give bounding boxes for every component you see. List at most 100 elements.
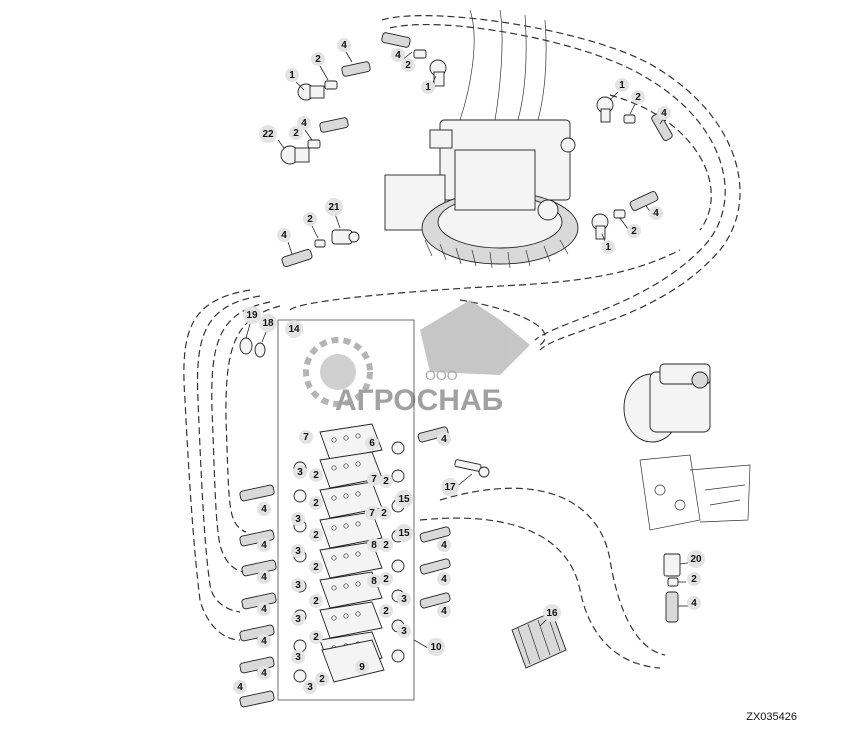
callout-18: 18 bbox=[259, 314, 277, 332]
pump-fittings bbox=[663, 553, 681, 623]
callout-badge bbox=[657, 106, 671, 120]
valve-port bbox=[331, 585, 337, 591]
callout-badge bbox=[257, 538, 271, 552]
valve-section bbox=[319, 511, 383, 549]
callout-20: 20 bbox=[687, 550, 705, 568]
valve-port bbox=[331, 495, 337, 501]
valve-port bbox=[343, 613, 349, 619]
callout-label: 3 bbox=[295, 652, 301, 663]
callout-label: 3 bbox=[401, 626, 407, 637]
valve-section bbox=[319, 601, 383, 639]
swing-motor-assembly bbox=[384, 9, 579, 269]
callout-badge bbox=[401, 58, 415, 72]
callout-label: 2 bbox=[635, 92, 641, 103]
callout-badge bbox=[365, 436, 379, 450]
callout-2: 2 bbox=[309, 594, 323, 608]
callout-label: 21 bbox=[328, 202, 340, 213]
callout-badge bbox=[649, 206, 663, 220]
callout-badge bbox=[291, 512, 305, 526]
callout-badge bbox=[687, 550, 705, 568]
callout-badge bbox=[437, 538, 451, 552]
callout-label: 4 bbox=[261, 668, 267, 679]
callout-label: 1 bbox=[425, 82, 431, 93]
valve-left-hoses bbox=[239, 484, 277, 708]
callout-badge bbox=[309, 630, 323, 644]
callout-label: 2 bbox=[313, 562, 319, 573]
valve-port bbox=[355, 491, 361, 497]
callout-label: 6 bbox=[369, 438, 375, 449]
valve-port bbox=[355, 433, 361, 439]
callout-3: 3 bbox=[397, 624, 411, 638]
callout-1: 1 bbox=[285, 68, 299, 82]
valve-section bbox=[319, 541, 383, 579]
callout-label: 2 bbox=[313, 470, 319, 481]
callout-badge bbox=[291, 612, 305, 626]
callout-label: 2 bbox=[383, 574, 389, 585]
callout-badge bbox=[291, 650, 305, 664]
callout-badge bbox=[325, 198, 343, 216]
callout-3: 3 bbox=[303, 680, 317, 694]
callout-badge bbox=[291, 578, 305, 592]
callout-1: 1 bbox=[615, 78, 629, 92]
callout-4: 4 bbox=[257, 570, 271, 584]
callout-3: 3 bbox=[291, 544, 305, 558]
callout-label: 3 bbox=[295, 580, 301, 591]
callout-badge bbox=[289, 126, 303, 140]
callout-label: 4 bbox=[661, 108, 667, 119]
callout-label: 3 bbox=[295, 546, 301, 557]
callout-label: 2 bbox=[383, 476, 389, 487]
callout-badge bbox=[291, 544, 305, 558]
callout-4: 4 bbox=[437, 604, 451, 618]
callout-label: 7 bbox=[371, 474, 377, 485]
callout-2: 2 bbox=[289, 126, 303, 140]
callout-4: 4 bbox=[297, 116, 311, 130]
callout-badge bbox=[379, 572, 393, 586]
watermark: ООО АГРОСНАБ bbox=[303, 300, 530, 417]
callout-label: 3 bbox=[307, 682, 313, 693]
callout-label: 4 bbox=[341, 40, 347, 51]
bolt bbox=[454, 459, 490, 478]
callout-badge bbox=[243, 306, 261, 324]
callout-label: 4 bbox=[261, 636, 267, 647]
callout-label: 15 bbox=[398, 528, 410, 539]
callout-label: 2 bbox=[319, 674, 325, 685]
callout-badge bbox=[365, 506, 379, 520]
callout-badge bbox=[309, 468, 323, 482]
callout-badge bbox=[285, 68, 299, 82]
valve-port bbox=[331, 437, 337, 443]
callout-4: 4 bbox=[337, 38, 351, 52]
callout-label: 2 bbox=[313, 530, 319, 541]
callout-2: 2 bbox=[401, 58, 415, 72]
callout-16: 16 bbox=[543, 604, 561, 622]
callout-badge bbox=[379, 604, 393, 618]
callout-badge bbox=[367, 574, 381, 588]
valve-stack bbox=[277, 319, 429, 701]
callout-badge bbox=[277, 228, 291, 242]
valve-port bbox=[355, 461, 361, 467]
valve-port bbox=[343, 435, 349, 441]
valve-port bbox=[355, 521, 361, 527]
figure-reference-id: ZX035426 bbox=[746, 711, 797, 723]
callout-22: 22 bbox=[259, 125, 277, 143]
callout-2: 2 bbox=[379, 474, 393, 488]
callout-badge bbox=[257, 602, 271, 616]
callout-label: 2 bbox=[631, 226, 637, 237]
callout-label: 4 bbox=[441, 606, 447, 617]
callout-label: 1 bbox=[289, 70, 295, 81]
pump-assembly bbox=[623, 363, 751, 531]
callout-label: 4 bbox=[261, 604, 267, 615]
callout-badge bbox=[687, 596, 701, 610]
callout-label: 2 bbox=[313, 596, 319, 607]
callout-badge bbox=[337, 38, 351, 52]
valve-port bbox=[343, 463, 349, 469]
valve-port bbox=[343, 493, 349, 499]
callout-label: 4 bbox=[441, 434, 447, 445]
callout-badge bbox=[297, 116, 311, 130]
callout-badge bbox=[687, 572, 701, 586]
callout-label: 4 bbox=[261, 572, 267, 583]
callout-2: 2 bbox=[379, 572, 393, 586]
fitting-right bbox=[391, 469, 405, 483]
callout-badge bbox=[259, 314, 277, 332]
callout-badge bbox=[285, 320, 303, 338]
